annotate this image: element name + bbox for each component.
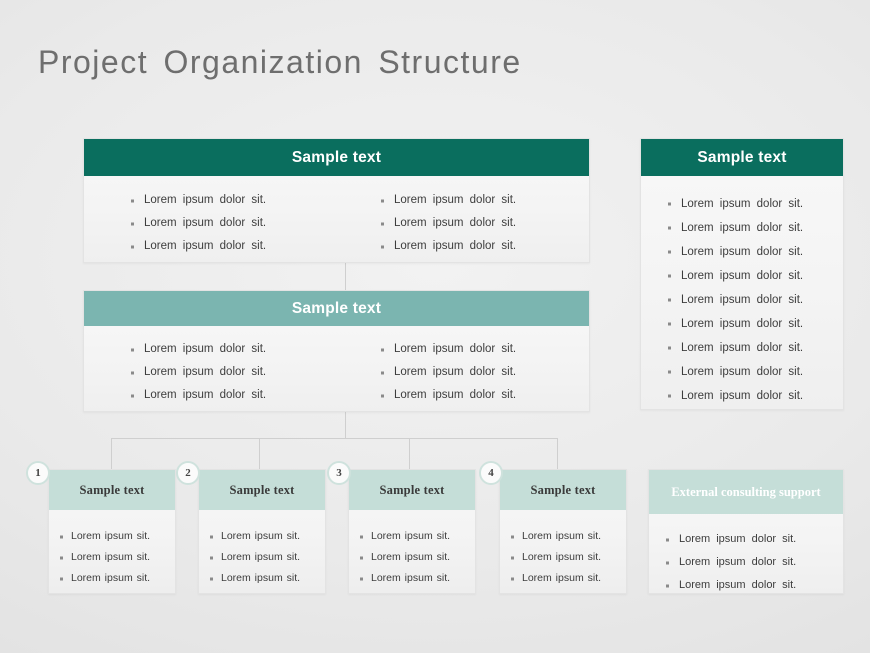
list-item: Lorem ipsum sit.: [221, 568, 325, 589]
bullet-column-left: Lorem ipsum dolor sit. Lorem ipsum dolor…: [84, 189, 339, 264]
list-item: Lorem ipsum dolor sit.: [681, 360, 803, 384]
list-item: Lorem ipsum sit.: [221, 547, 325, 568]
numbered-box-3-header: Sample text: [349, 470, 475, 510]
connector-drop-2: [259, 438, 260, 470]
org-box-right-panel-body: Lorem ipsum dolor sit. Lorem ipsum dolor…: [641, 176, 843, 411]
bullet-list: Lorem ipsum sit. Lorem ipsum sit. Lorem …: [221, 526, 325, 589]
connector-top-to-second: [345, 263, 346, 290]
list-item: Lorem ipsum sit.: [371, 547, 475, 568]
external-consulting-header: External consulting support: [649, 470, 843, 514]
org-box-right-panel[interactable]: Sample text Lorem ipsum dolor sit. Lorem…: [640, 138, 844, 410]
number-badge-3: 3: [327, 461, 351, 485]
list-item: Lorem ipsum dolor sit.: [144, 338, 339, 361]
list-item: Lorem ipsum sit.: [371, 568, 475, 589]
numbered-box-2-header: Sample text: [199, 470, 325, 510]
number-badge-2: 2: [176, 461, 200, 485]
numbered-box-2[interactable]: Sample text Lorem ipsum sit. Lorem ipsum…: [198, 469, 326, 594]
org-box-top-level[interactable]: Sample text Lorem ipsum dolor sit. Lorem…: [83, 138, 590, 263]
list-item: Lorem ipsum dolor sit.: [144, 212, 339, 235]
numbered-box-1[interactable]: Sample text Lorem ipsum sit. Lorem ipsum…: [48, 469, 176, 594]
list-item: Lorem ipsum dolor sit.: [681, 288, 803, 312]
numbered-box-4-body: Lorem ipsum sit. Lorem ipsum sit. Lorem …: [500, 510, 626, 589]
numbered-box-4[interactable]: Sample text Lorem ipsum sit. Lorem ipsum…: [499, 469, 627, 594]
org-box-second-level[interactable]: Sample text Lorem ipsum dolor sit. Lorem…: [83, 290, 590, 412]
bullet-column-right: Lorem ipsum dolor sit. Lorem ipsum dolor…: [339, 189, 589, 264]
list-item: Lorem ipsum dolor sit.: [681, 264, 803, 288]
list-item: Lorem ipsum sit.: [221, 526, 325, 547]
org-box-top-level-header: Sample text: [84, 139, 589, 176]
bullet-list: Lorem ipsum dolor sit. Lorem ipsum dolor…: [394, 189, 589, 258]
list-item: Lorem ipsum dolor sit.: [679, 528, 843, 551]
list-item: Lorem ipsum dolor sit.: [144, 361, 339, 384]
connector-drop-3: [409, 438, 410, 470]
connector-drop-1: [111, 438, 112, 470]
list-item: Lorem ipsum sit.: [522, 568, 626, 589]
list-item: Lorem ipsum dolor sit.: [679, 574, 843, 597]
bullet-column-left: Lorem ipsum dolor sit. Lorem ipsum dolor…: [84, 338, 339, 413]
org-box-right-panel-header: Sample text: [641, 139, 843, 176]
page-title: Project Organization Structure: [38, 44, 522, 80]
number-badge-1: 1: [26, 461, 50, 485]
numbered-box-3[interactable]: Sample text Lorem ipsum sit. Lorem ipsum…: [348, 469, 476, 594]
number-badge-4: 4: [479, 461, 503, 485]
connector-drop-4: [557, 438, 558, 470]
bullet-list: Lorem ipsum sit. Lorem ipsum sit. Lorem …: [371, 526, 475, 589]
numbered-box-1-body: Lorem ipsum sit. Lorem ipsum sit. Lorem …: [49, 510, 175, 589]
list-item: Lorem ipsum sit.: [522, 547, 626, 568]
list-item: Lorem ipsum sit.: [71, 568, 175, 589]
bullet-list: Lorem ipsum dolor sit. Lorem ipsum dolor…: [394, 338, 589, 407]
list-item: Lorem ipsum sit.: [71, 547, 175, 568]
external-consulting-body: Lorem ipsum dolor sit. Lorem ipsum dolor…: [649, 514, 843, 597]
list-item: Lorem ipsum dolor sit.: [681, 336, 803, 360]
org-box-second-level-header: Sample text: [84, 291, 589, 326]
list-item: Lorem ipsum dolor sit.: [394, 338, 589, 361]
list-item: Lorem ipsum dolor sit.: [681, 192, 803, 216]
list-item: Lorem ipsum dolor sit.: [394, 384, 589, 407]
connector-horizontal-bar: [111, 438, 557, 439]
bullet-list: Lorem ipsum dolor sit. Lorem ipsum dolor…: [679, 528, 843, 597]
list-item: Lorem ipsum dolor sit.: [681, 312, 803, 336]
bullet-list: Lorem ipsum dolor sit. Lorem ipsum dolor…: [144, 338, 339, 407]
org-box-top-level-body: Lorem ipsum dolor sit. Lorem ipsum dolor…: [84, 176, 589, 264]
external-consulting-box[interactable]: External consulting support Lorem ipsum …: [648, 469, 844, 594]
list-item: Lorem ipsum dolor sit.: [394, 235, 589, 258]
connector-second-down: [345, 412, 346, 438]
list-item: Lorem ipsum dolor sit.: [144, 189, 339, 212]
list-item: Lorem ipsum sit.: [522, 526, 626, 547]
numbered-box-1-header: Sample text: [49, 470, 175, 510]
numbered-box-3-body: Lorem ipsum sit. Lorem ipsum sit. Lorem …: [349, 510, 475, 589]
list-item: Lorem ipsum sit.: [371, 526, 475, 547]
list-item: Lorem ipsum dolor sit.: [679, 551, 843, 574]
list-item: Lorem ipsum dolor sit.: [144, 384, 339, 407]
list-item: Lorem ipsum dolor sit.: [394, 361, 589, 384]
numbered-box-2-body: Lorem ipsum sit. Lorem ipsum sit. Lorem …: [199, 510, 325, 589]
bullet-list: Lorem ipsum sit. Lorem ipsum sit. Lorem …: [522, 526, 626, 589]
bullet-column-right: Lorem ipsum dolor sit. Lorem ipsum dolor…: [339, 338, 589, 413]
org-box-second-level-body: Lorem ipsum dolor sit. Lorem ipsum dolor…: [84, 326, 589, 413]
list-item: Lorem ipsum dolor sit.: [681, 240, 803, 264]
list-item: Lorem ipsum dolor sit.: [681, 216, 803, 240]
list-item: Lorem ipsum dolor sit.: [681, 384, 803, 408]
bullet-list: Lorem ipsum dolor sit. Lorem ipsum dolor…: [681, 192, 803, 411]
list-item: Lorem ipsum dolor sit.: [144, 235, 339, 258]
list-item: Lorem ipsum dolor sit.: [394, 212, 589, 235]
list-item: Lorem ipsum dolor sit.: [394, 189, 589, 212]
list-item: Lorem ipsum sit.: [71, 526, 175, 547]
bullet-list: Lorem ipsum sit. Lorem ipsum sit. Lorem …: [71, 526, 175, 589]
bullet-list: Lorem ipsum dolor sit. Lorem ipsum dolor…: [144, 189, 339, 258]
numbered-box-4-header: Sample text: [500, 470, 626, 510]
